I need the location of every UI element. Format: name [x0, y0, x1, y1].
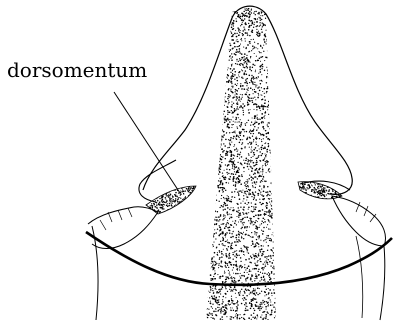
dorsomentum-label: dorsomentum: [7, 58, 147, 82]
right-lateral-sclerite: [332, 196, 386, 246]
right-edge-outline: [380, 246, 385, 320]
median-stippled-stripe: [203, 5, 279, 322]
dorsomentum-leader-line: [114, 92, 180, 193]
right-inner-edge: [356, 236, 363, 318]
left-lateral-sclerite: [88, 207, 158, 249]
